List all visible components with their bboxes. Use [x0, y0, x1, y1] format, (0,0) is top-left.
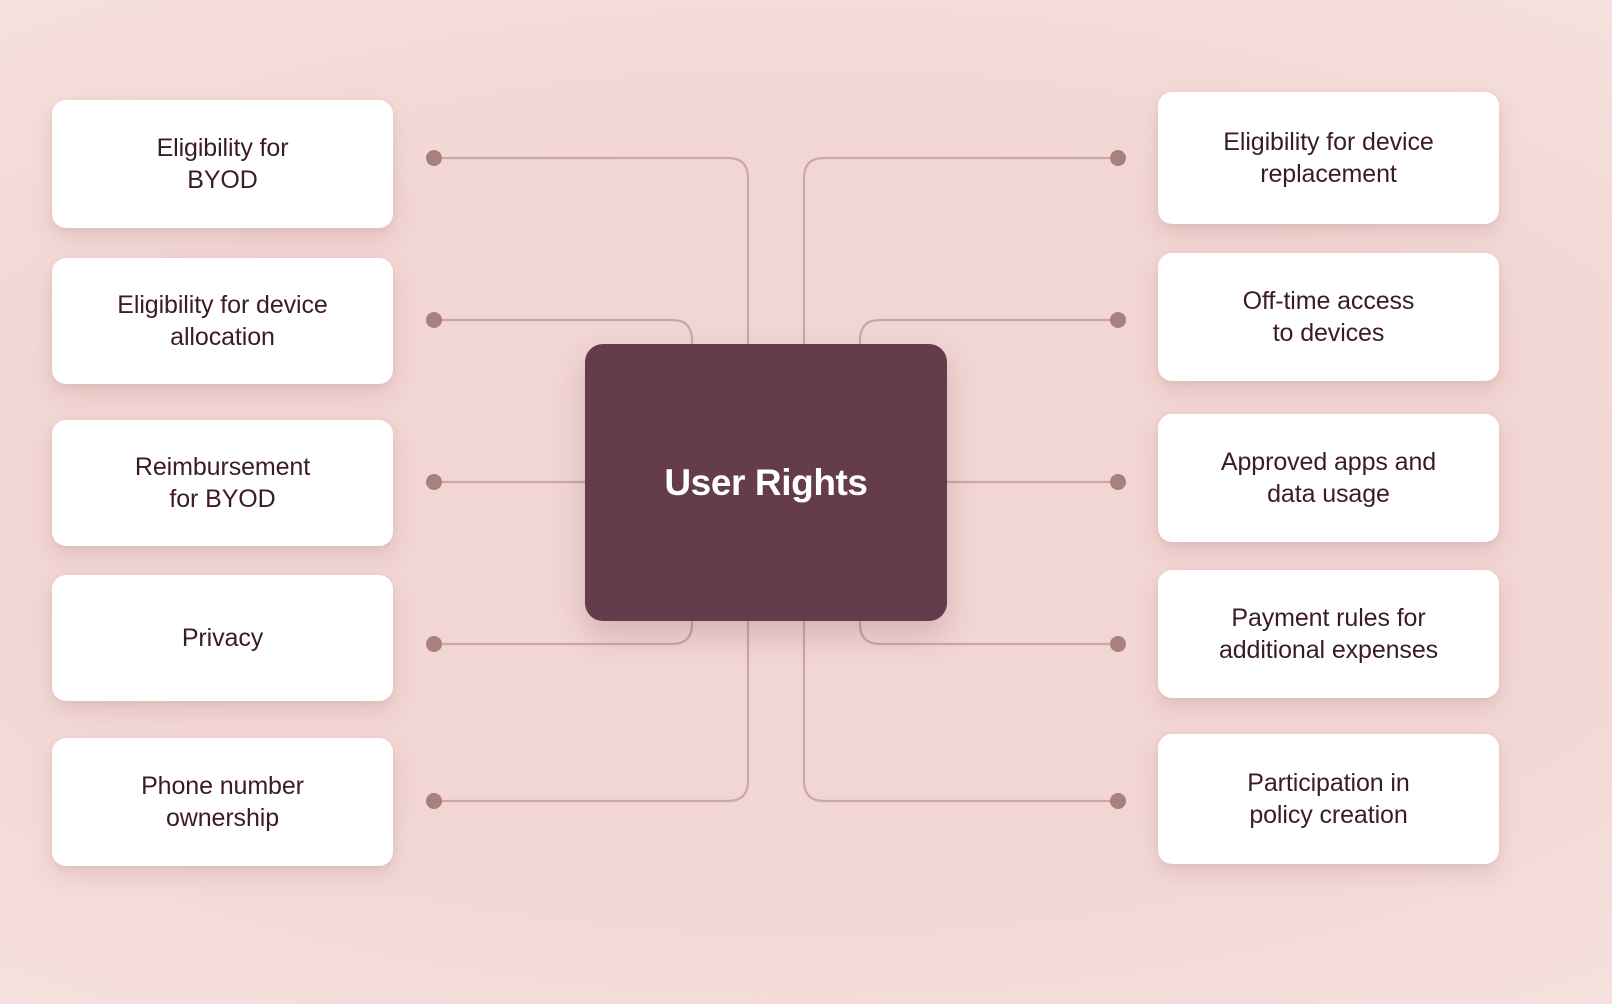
branch-card-left-2[interactable]: Eligibility for device allocation	[52, 258, 393, 384]
branch-card-left-1-line1: Eligibility for	[156, 134, 289, 162]
branch-card-left-4-line1: Privacy	[181, 624, 264, 652]
branch-card-right-2-line1: Off-time access	[1242, 287, 1415, 315]
branch-card-right-1-line2: replacement	[1260, 160, 1397, 188]
branch-card-left-4[interactable]: Privacy	[52, 575, 393, 701]
branch-card-right-4-line2: additional expenses	[1218, 636, 1439, 664]
branch-card-right-1[interactable]: Eligibility for device replacement	[1158, 92, 1499, 224]
connector-left-5	[438, 619, 750, 803]
connector-dot-right-1	[1110, 150, 1126, 166]
center-node[interactable]: User Rights	[585, 344, 947, 621]
branch-card-left-2-line2: allocation	[170, 323, 275, 351]
branch-card-left-5-line1: Phone number	[141, 772, 304, 800]
connector-left-1	[438, 156, 750, 346]
branch-card-left-1-line2: BYOD	[187, 166, 258, 194]
branch-card-right-4-line1: Payment rules for	[1231, 604, 1426, 632]
connector-dot-left-1	[426, 150, 442, 166]
branch-card-right-3-line2: data usage	[1267, 480, 1390, 508]
branch-card-right-5[interactable]: Participation in policy creation	[1158, 734, 1499, 864]
connector-dot-left-2	[426, 312, 442, 328]
connector-dot-right-3	[1110, 474, 1126, 490]
branch-card-right-2-line2: to devices	[1272, 319, 1385, 347]
branch-card-right-3-line1: Approved apps and	[1220, 448, 1437, 476]
branch-card-left-5[interactable]: Phone number ownership	[52, 738, 393, 866]
branch-card-left-2-line1: Eligibility for device	[117, 291, 328, 319]
connector-dot-left-3	[426, 474, 442, 490]
branch-card-right-4[interactable]: Payment rules for additional expenses	[1158, 570, 1499, 698]
connector-dot-right-2	[1110, 312, 1126, 328]
branch-card-left-1[interactable]: Eligibility for BYOD	[52, 100, 393, 228]
branch-card-right-2[interactable]: Off-time access to devices	[1158, 253, 1499, 381]
center-node-title: User Rights	[664, 461, 868, 503]
branch-card-left-3[interactable]: Reimbursement for BYOD	[52, 420, 393, 546]
branch-card-left-3-line1: Reimbursement	[134, 453, 311, 481]
connector-dot-right-4	[1110, 636, 1126, 652]
connector-right-1	[802, 156, 1114, 346]
connector-dot-left-5	[426, 793, 442, 809]
connector-dot-left-4	[426, 636, 442, 652]
connector-right-5	[802, 619, 1114, 803]
branch-card-right-3[interactable]: Approved apps and data usage	[1158, 414, 1499, 542]
branch-card-left-3-line2: for BYOD	[169, 485, 276, 513]
connector-dot-right-5	[1110, 793, 1126, 809]
branch-card-right-1-line1: Eligibility for device	[1223, 128, 1434, 156]
branch-card-left-5-line2: ownership	[165, 804, 280, 832]
branch-card-right-5-line1: Participation in	[1247, 769, 1410, 797]
branch-card-right-5-line2: policy creation	[1249, 801, 1408, 829]
